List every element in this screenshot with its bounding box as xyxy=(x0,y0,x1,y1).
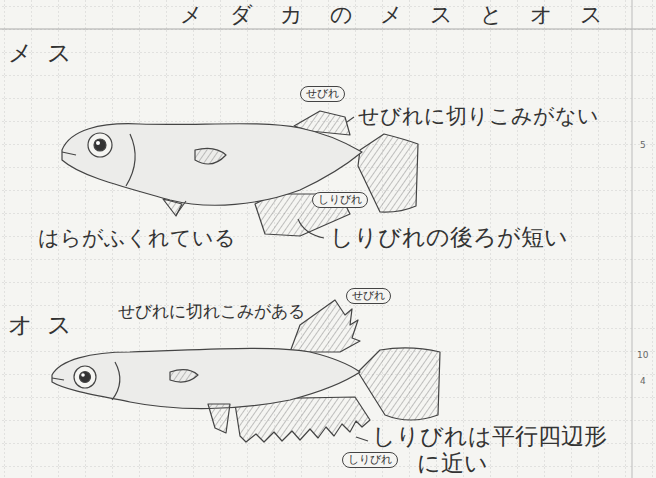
fin-name-tag: しりびれ xyxy=(312,192,368,208)
fin-name: せびれ xyxy=(306,87,339,100)
note: しりびれは平行四辺形に近い xyxy=(372,423,622,476)
fin-name: しりびれ xyxy=(348,453,392,466)
female-fish xyxy=(62,111,418,236)
fin-name: しりびれ xyxy=(318,193,362,206)
fin-name-tag: せびれ xyxy=(346,288,391,304)
fin-name: せびれ xyxy=(352,289,385,302)
margin-number: 5 xyxy=(640,140,646,150)
margin-number: 4 xyxy=(640,376,646,386)
sex-heading: メス xyxy=(8,40,86,68)
grid-rule xyxy=(0,29,656,30)
note: せびれに切れこみがある xyxy=(118,302,305,322)
note: はらがふくれている xyxy=(38,226,236,250)
male-fish xyxy=(52,300,440,442)
margin-number: 10 xyxy=(637,350,648,360)
note: しりびれの後ろが短い xyxy=(330,224,568,250)
leader-lines xyxy=(176,117,368,441)
note: せびれに切りこみがない xyxy=(358,104,599,128)
grid-rule xyxy=(632,0,633,478)
page-title: メダカのメスとオス xyxy=(180,2,630,27)
fin-name-tag: しりびれ xyxy=(342,452,398,468)
fin-name-tag: せびれ xyxy=(300,86,345,102)
sex-heading: オス xyxy=(8,312,86,340)
